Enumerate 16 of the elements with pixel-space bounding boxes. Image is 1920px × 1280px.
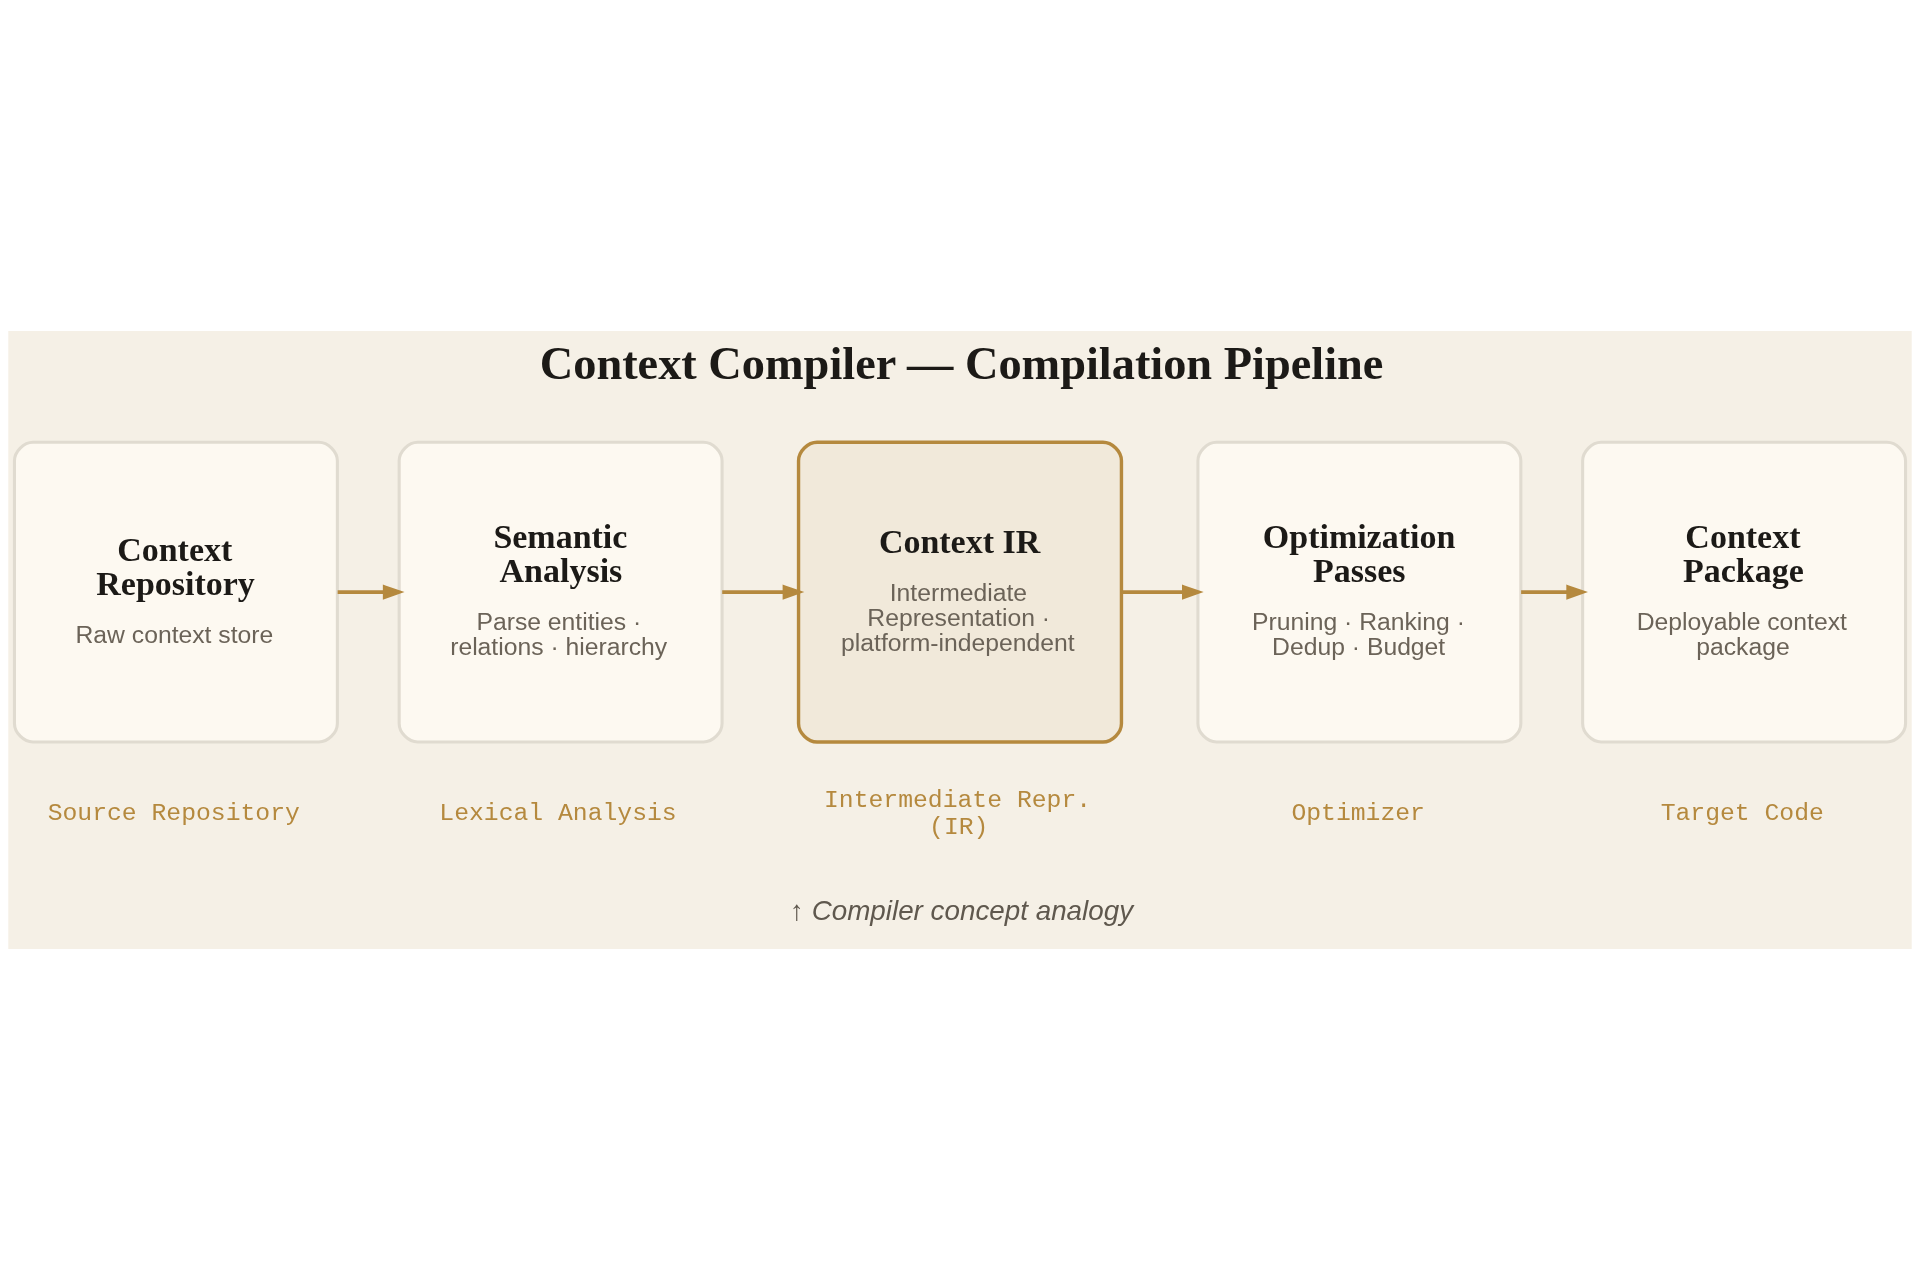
node-box: Context IR Intermediate Representation · platform-independent [796,440,1124,744]
label: Source Repository [47,799,300,828]
node-box: Semantic Analysis Parse entities · relations · hierarchy [397,440,724,744]
node-box: Context Package Deployable context package [1581,440,1908,744]
arrow [722,584,805,600]
node-box: Context Repository Raw context store [12,440,339,744]
label: Optimizer [1291,799,1425,828]
label: Target Code [1660,799,1824,828]
label: Intermediate Repr. (IR) [824,785,1092,842]
arrow [337,584,405,600]
arrow [1521,584,1588,600]
label: Lexical Analysis [439,799,677,828]
node-box: Optimization Passes Pruning · Ranking · Dedup · Budget [1196,440,1523,744]
label: ↑ Compiler concept analogy [790,895,1134,927]
diagram-title: Context Compiler — Compilation Pipeline [539,337,1384,389]
arrow [1121,584,1204,600]
